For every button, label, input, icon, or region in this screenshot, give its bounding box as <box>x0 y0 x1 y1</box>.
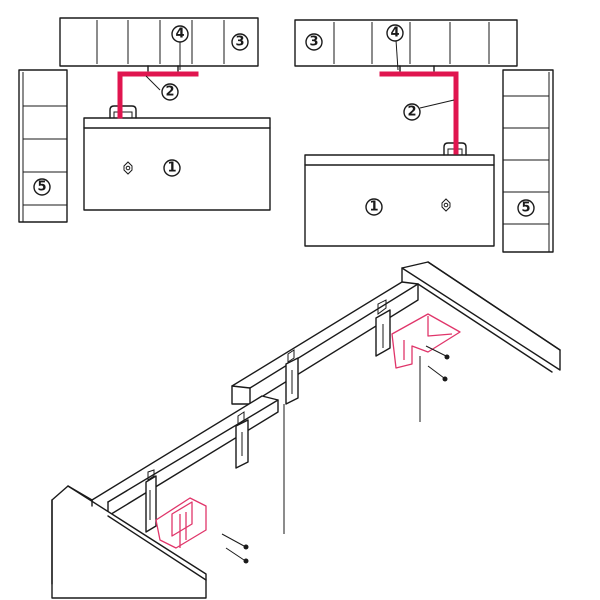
right-detail-view <box>294 19 554 253</box>
callout-5-label: 5 <box>521 201 530 216</box>
callout-2-left: 2 <box>161 83 179 101</box>
callout-5-label: 5 <box>37 180 46 195</box>
iso-hanger-4 <box>375 299 391 357</box>
callout-4-label: 4 <box>390 26 399 41</box>
bracket-highlight-left <box>117 71 199 119</box>
panel-right <box>304 154 495 247</box>
callout-3-left: 3 <box>231 33 249 51</box>
iso-red-bracket-right <box>391 313 461 369</box>
callout-4-label: 4 <box>175 27 184 42</box>
side-post-right <box>502 69 554 253</box>
callout-1-right: 1 <box>365 198 383 216</box>
bracket-highlight-right <box>379 71 459 155</box>
iso-screws-right <box>425 345 450 382</box>
callout-2-label: 2 <box>407 105 416 120</box>
callout-3-right: 3 <box>305 33 323 51</box>
callout-1-label: 1 <box>167 161 176 176</box>
callout-4-left: 4 <box>171 25 189 43</box>
callout-5-left: 5 <box>33 178 51 196</box>
callout-5-right: 5 <box>517 199 535 217</box>
callout-1-left: 1 <box>163 159 181 177</box>
iso-screws-left <box>221 533 249 564</box>
callout-3-label: 3 <box>309 35 318 50</box>
callout-3-label: 3 <box>235 35 244 50</box>
callout-4-right: 4 <box>386 24 404 42</box>
iso-hanger-1 <box>145 469 157 533</box>
isometric-assembly-view <box>51 261 561 599</box>
rail-right <box>294 19 518 67</box>
hook-left <box>109 105 137 119</box>
iso-hanger-3 <box>285 349 299 405</box>
rail-left <box>59 17 259 67</box>
iso-red-bracket-left <box>155 497 207 549</box>
left-detail-view <box>18 17 271 223</box>
callout-1-label: 1 <box>369 200 378 215</box>
callout-2-label: 2 <box>165 85 174 100</box>
callout-2-right: 2 <box>403 103 421 121</box>
iso-hanger-2 <box>235 411 249 469</box>
side-post-left <box>18 69 68 223</box>
